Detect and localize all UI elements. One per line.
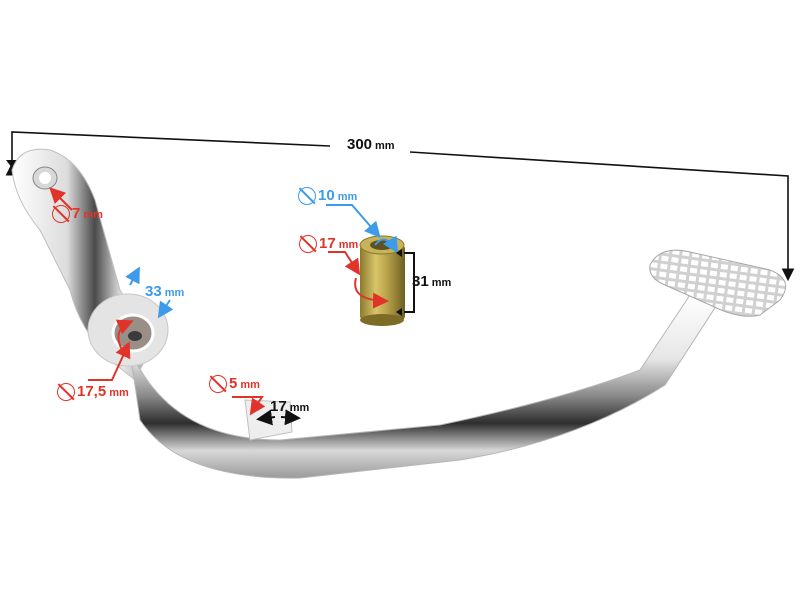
tab-hole-diameter-unit: mm bbox=[240, 379, 260, 392]
tab-width-unit: mm bbox=[289, 402, 310, 414]
tab-width-value: 17 bbox=[270, 398, 287, 415]
diameter-icon bbox=[57, 383, 75, 401]
bushing-length-unit: mm bbox=[431, 277, 452, 289]
bushing-inner-diameter-unit: mm bbox=[337, 191, 358, 204]
top-hole-diameter-unit: mm bbox=[83, 209, 103, 222]
tab-hole-diameter-value: 5 bbox=[229, 375, 238, 393]
overall-length-unit: mm bbox=[375, 140, 395, 152]
diameter-icon bbox=[209, 375, 227, 393]
bushing-length-value: 31 bbox=[412, 273, 429, 290]
bushing-outer-diameter-value: 17 bbox=[319, 235, 336, 253]
bushing-outer-diameter-unit: mm bbox=[338, 239, 359, 252]
top-hole-diameter-value: 7 bbox=[72, 205, 81, 223]
diameter-icon bbox=[298, 187, 316, 205]
diameter-icon bbox=[299, 235, 317, 253]
annotation-arrows bbox=[49, 187, 415, 426]
overall-length-value: 300 bbox=[347, 136, 373, 153]
diameter-icon bbox=[52, 205, 70, 223]
pivot-boss-width-unit: mm bbox=[164, 287, 185, 299]
pivot-hole-diameter-value: 17,5 bbox=[77, 383, 107, 401]
bushing-inner-diameter-value: 10 bbox=[318, 187, 335, 205]
pivot-hole-diameter-unit: mm bbox=[109, 387, 129, 400]
pivot-boss-width-value: 33 bbox=[145, 283, 162, 300]
